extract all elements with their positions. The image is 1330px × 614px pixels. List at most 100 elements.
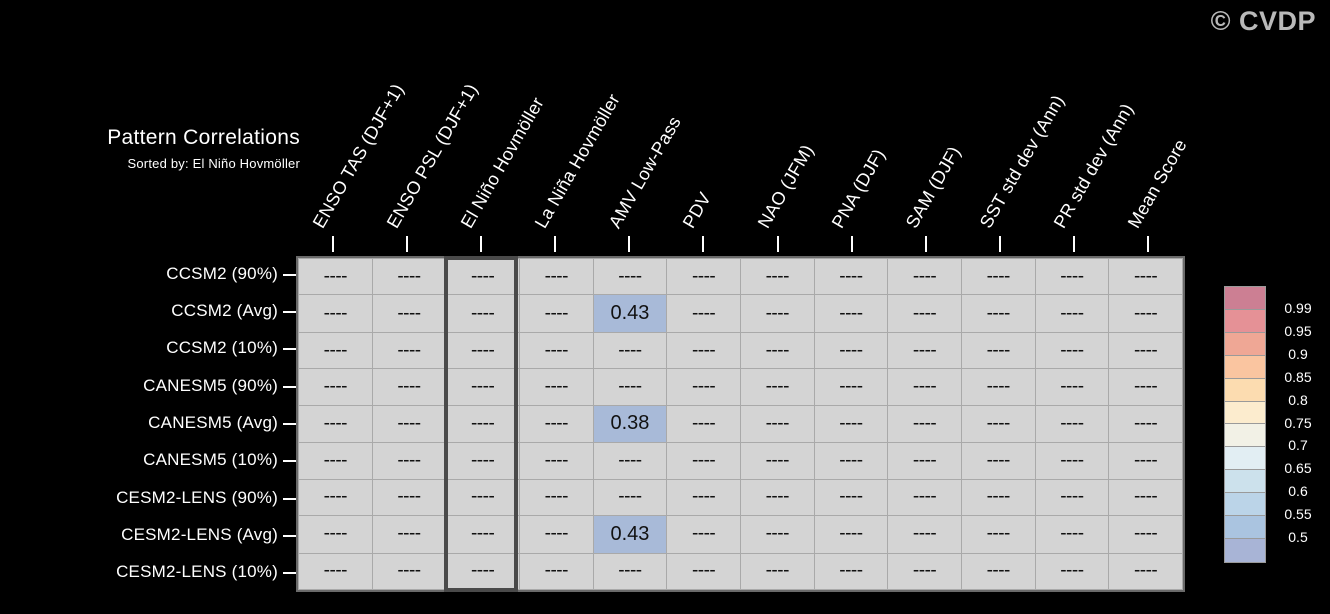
matrix-cell-empty[interactable]: ---- bbox=[445, 442, 520, 480]
matrix-cell-empty[interactable]: ---- bbox=[518, 332, 594, 370]
matrix-cell-empty[interactable]: ---- bbox=[1034, 478, 1110, 516]
column-header-8[interactable]: SAM (DJF) bbox=[901, 142, 965, 232]
matrix-cell-empty[interactable]: ---- bbox=[813, 332, 889, 370]
matrix-cell-empty[interactable]: ---- bbox=[371, 514, 447, 554]
matrix-cell-empty[interactable]: ---- bbox=[1108, 368, 1183, 406]
matrix-cell-empty[interactable]: ---- bbox=[666, 257, 741, 296]
matrix-cell-empty[interactable]: ---- bbox=[592, 442, 668, 480]
matrix-cell-empty[interactable]: ---- bbox=[592, 257, 668, 296]
matrix-cell-empty[interactable]: ---- bbox=[298, 404, 373, 444]
column-header-6[interactable]: NAO (JFM) bbox=[753, 141, 818, 232]
column-header-10[interactable]: PR std dev (Ann) bbox=[1049, 100, 1138, 232]
matrix-cell-empty[interactable]: ---- bbox=[666, 442, 741, 480]
matrix-cell-empty[interactable]: ---- bbox=[1034, 552, 1110, 591]
matrix-cell-value[interactable]: 0.43 bbox=[592, 294, 668, 334]
matrix-cell-empty[interactable]: ---- bbox=[1108, 332, 1183, 370]
matrix-cell-empty[interactable]: ---- bbox=[666, 294, 741, 334]
matrix-cell-value[interactable]: 0.43 bbox=[592, 514, 668, 554]
row-label-2[interactable]: CCSM2 (10%) bbox=[166, 338, 278, 358]
matrix-cell-empty[interactable]: ---- bbox=[298, 442, 373, 480]
matrix-cell-empty[interactable]: ---- bbox=[1034, 514, 1110, 554]
matrix-cell-empty[interactable]: ---- bbox=[518, 368, 594, 406]
matrix-cell-empty[interactable]: ---- bbox=[1108, 514, 1183, 554]
matrix-cell-empty[interactable]: ---- bbox=[371, 478, 447, 516]
matrix-cell-empty[interactable]: ---- bbox=[813, 478, 889, 516]
matrix-cell-empty[interactable]: ---- bbox=[1108, 404, 1183, 444]
matrix-cell-empty[interactable]: ---- bbox=[739, 404, 815, 444]
matrix-cell-empty[interactable]: ---- bbox=[887, 257, 962, 296]
matrix-cell-empty[interactable]: ---- bbox=[813, 294, 889, 334]
matrix-cell-empty[interactable]: ---- bbox=[1034, 368, 1110, 406]
matrix-cell-empty[interactable]: ---- bbox=[445, 368, 520, 406]
matrix-cell-empty[interactable]: ---- bbox=[445, 478, 520, 516]
matrix-cell-empty[interactable]: ---- bbox=[1034, 257, 1110, 296]
matrix-cell-empty[interactable]: ---- bbox=[371, 332, 447, 370]
matrix-cell-empty[interactable]: ---- bbox=[298, 294, 373, 334]
matrix-cell-empty[interactable]: ---- bbox=[1034, 442, 1110, 480]
matrix-cell-empty[interactable]: ---- bbox=[1034, 332, 1110, 370]
row-label-3[interactable]: CANESM5 (90%) bbox=[143, 375, 278, 395]
matrix-cell-empty[interactable]: ---- bbox=[298, 368, 373, 406]
matrix-cell-empty[interactable]: ---- bbox=[1108, 442, 1183, 480]
matrix-cell-empty[interactable]: ---- bbox=[371, 404, 447, 444]
matrix-cell-empty[interactable]: ---- bbox=[445, 294, 520, 334]
matrix-cell-empty[interactable]: ---- bbox=[445, 332, 520, 370]
matrix-cell-empty[interactable]: ---- bbox=[739, 332, 815, 370]
matrix-cell-empty[interactable]: ---- bbox=[813, 257, 889, 296]
row-label-0[interactable]: CCSM2 (90%) bbox=[166, 263, 278, 283]
matrix-cell-empty[interactable]: ---- bbox=[813, 514, 889, 554]
row-label-1[interactable]: CCSM2 (Avg) bbox=[171, 301, 278, 320]
matrix-cell-empty[interactable]: ---- bbox=[887, 368, 962, 406]
matrix-cell-empty[interactable]: ---- bbox=[1108, 294, 1183, 334]
matrix-cell-empty[interactable]: ---- bbox=[592, 368, 668, 406]
matrix-cell-empty[interactable]: ---- bbox=[1034, 294, 1110, 334]
matrix-cell-empty[interactable]: ---- bbox=[887, 478, 962, 516]
matrix-cell-empty[interactable]: ---- bbox=[666, 478, 741, 516]
matrix-cell-empty[interactable]: ---- bbox=[518, 514, 594, 554]
matrix-cell-empty[interactable]: ---- bbox=[371, 257, 447, 296]
row-label-4[interactable]: CANESM5 (Avg) bbox=[148, 413, 278, 432]
column-header-5[interactable]: PDV bbox=[679, 188, 716, 232]
matrix-cell-empty[interactable]: ---- bbox=[592, 332, 668, 370]
matrix-cell-empty[interactable]: ---- bbox=[813, 368, 889, 406]
matrix-cell-empty[interactable]: ---- bbox=[960, 332, 1036, 370]
matrix-cell-empty[interactable]: ---- bbox=[298, 552, 373, 591]
matrix-cell-empty[interactable]: ---- bbox=[518, 294, 594, 334]
matrix-cell-empty[interactable]: ---- bbox=[739, 514, 815, 554]
matrix-cell-empty[interactable]: ---- bbox=[445, 404, 520, 444]
matrix-cell-empty[interactable]: ---- bbox=[518, 552, 594, 591]
matrix-cell-empty[interactable]: ---- bbox=[298, 332, 373, 370]
matrix-cell-empty[interactable]: ---- bbox=[518, 257, 594, 296]
matrix-cell-empty[interactable]: ---- bbox=[298, 514, 373, 554]
matrix-cell-empty[interactable]: ---- bbox=[445, 257, 520, 296]
matrix-cell-empty[interactable]: ---- bbox=[813, 404, 889, 444]
matrix-cell-empty[interactable]: ---- bbox=[887, 442, 962, 480]
matrix-cell-empty[interactable]: ---- bbox=[1034, 404, 1110, 444]
matrix-cell-empty[interactable]: ---- bbox=[666, 368, 741, 406]
row-label-8[interactable]: CESM2-LENS (10%) bbox=[116, 562, 278, 582]
column-header-4[interactable]: AMV Low-Pass bbox=[605, 112, 686, 232]
matrix-cell-empty[interactable]: ---- bbox=[960, 442, 1036, 480]
matrix-cell-empty[interactable]: ---- bbox=[960, 257, 1036, 296]
matrix-cell-empty[interactable]: ---- bbox=[1108, 478, 1183, 516]
matrix-cell-empty[interactable]: ---- bbox=[371, 368, 447, 406]
matrix-cell-empty[interactable]: ---- bbox=[813, 552, 889, 591]
matrix-cell-empty[interactable]: ---- bbox=[887, 404, 962, 444]
matrix-cell-empty[interactable]: ---- bbox=[960, 514, 1036, 554]
matrix-cell-empty[interactable]: ---- bbox=[960, 404, 1036, 444]
column-header-7[interactable]: PNA (DJF) bbox=[827, 145, 889, 232]
matrix-cell-empty[interactable]: ---- bbox=[445, 514, 520, 554]
matrix-cell-empty[interactable]: ---- bbox=[592, 552, 668, 591]
matrix-cell-empty[interactable]: ---- bbox=[666, 404, 741, 444]
matrix-cell-empty[interactable]: ---- bbox=[813, 442, 889, 480]
matrix-cell-empty[interactable]: ---- bbox=[887, 294, 962, 334]
matrix-cell-empty[interactable]: ---- bbox=[739, 442, 815, 480]
matrix-cell-value[interactable]: 0.38 bbox=[592, 404, 668, 444]
matrix-cell-empty[interactable]: ---- bbox=[887, 552, 962, 591]
matrix-cell-empty[interactable]: ---- bbox=[371, 442, 447, 480]
matrix-cell-empty[interactable]: ---- bbox=[1108, 552, 1183, 591]
row-label-6[interactable]: CESM2-LENS (90%) bbox=[116, 487, 278, 507]
matrix-cell-empty[interactable]: ---- bbox=[666, 332, 741, 370]
column-header-2[interactable]: El Niño Hovmöller bbox=[457, 93, 549, 232]
matrix-cell-empty[interactable]: ---- bbox=[1108, 257, 1183, 296]
